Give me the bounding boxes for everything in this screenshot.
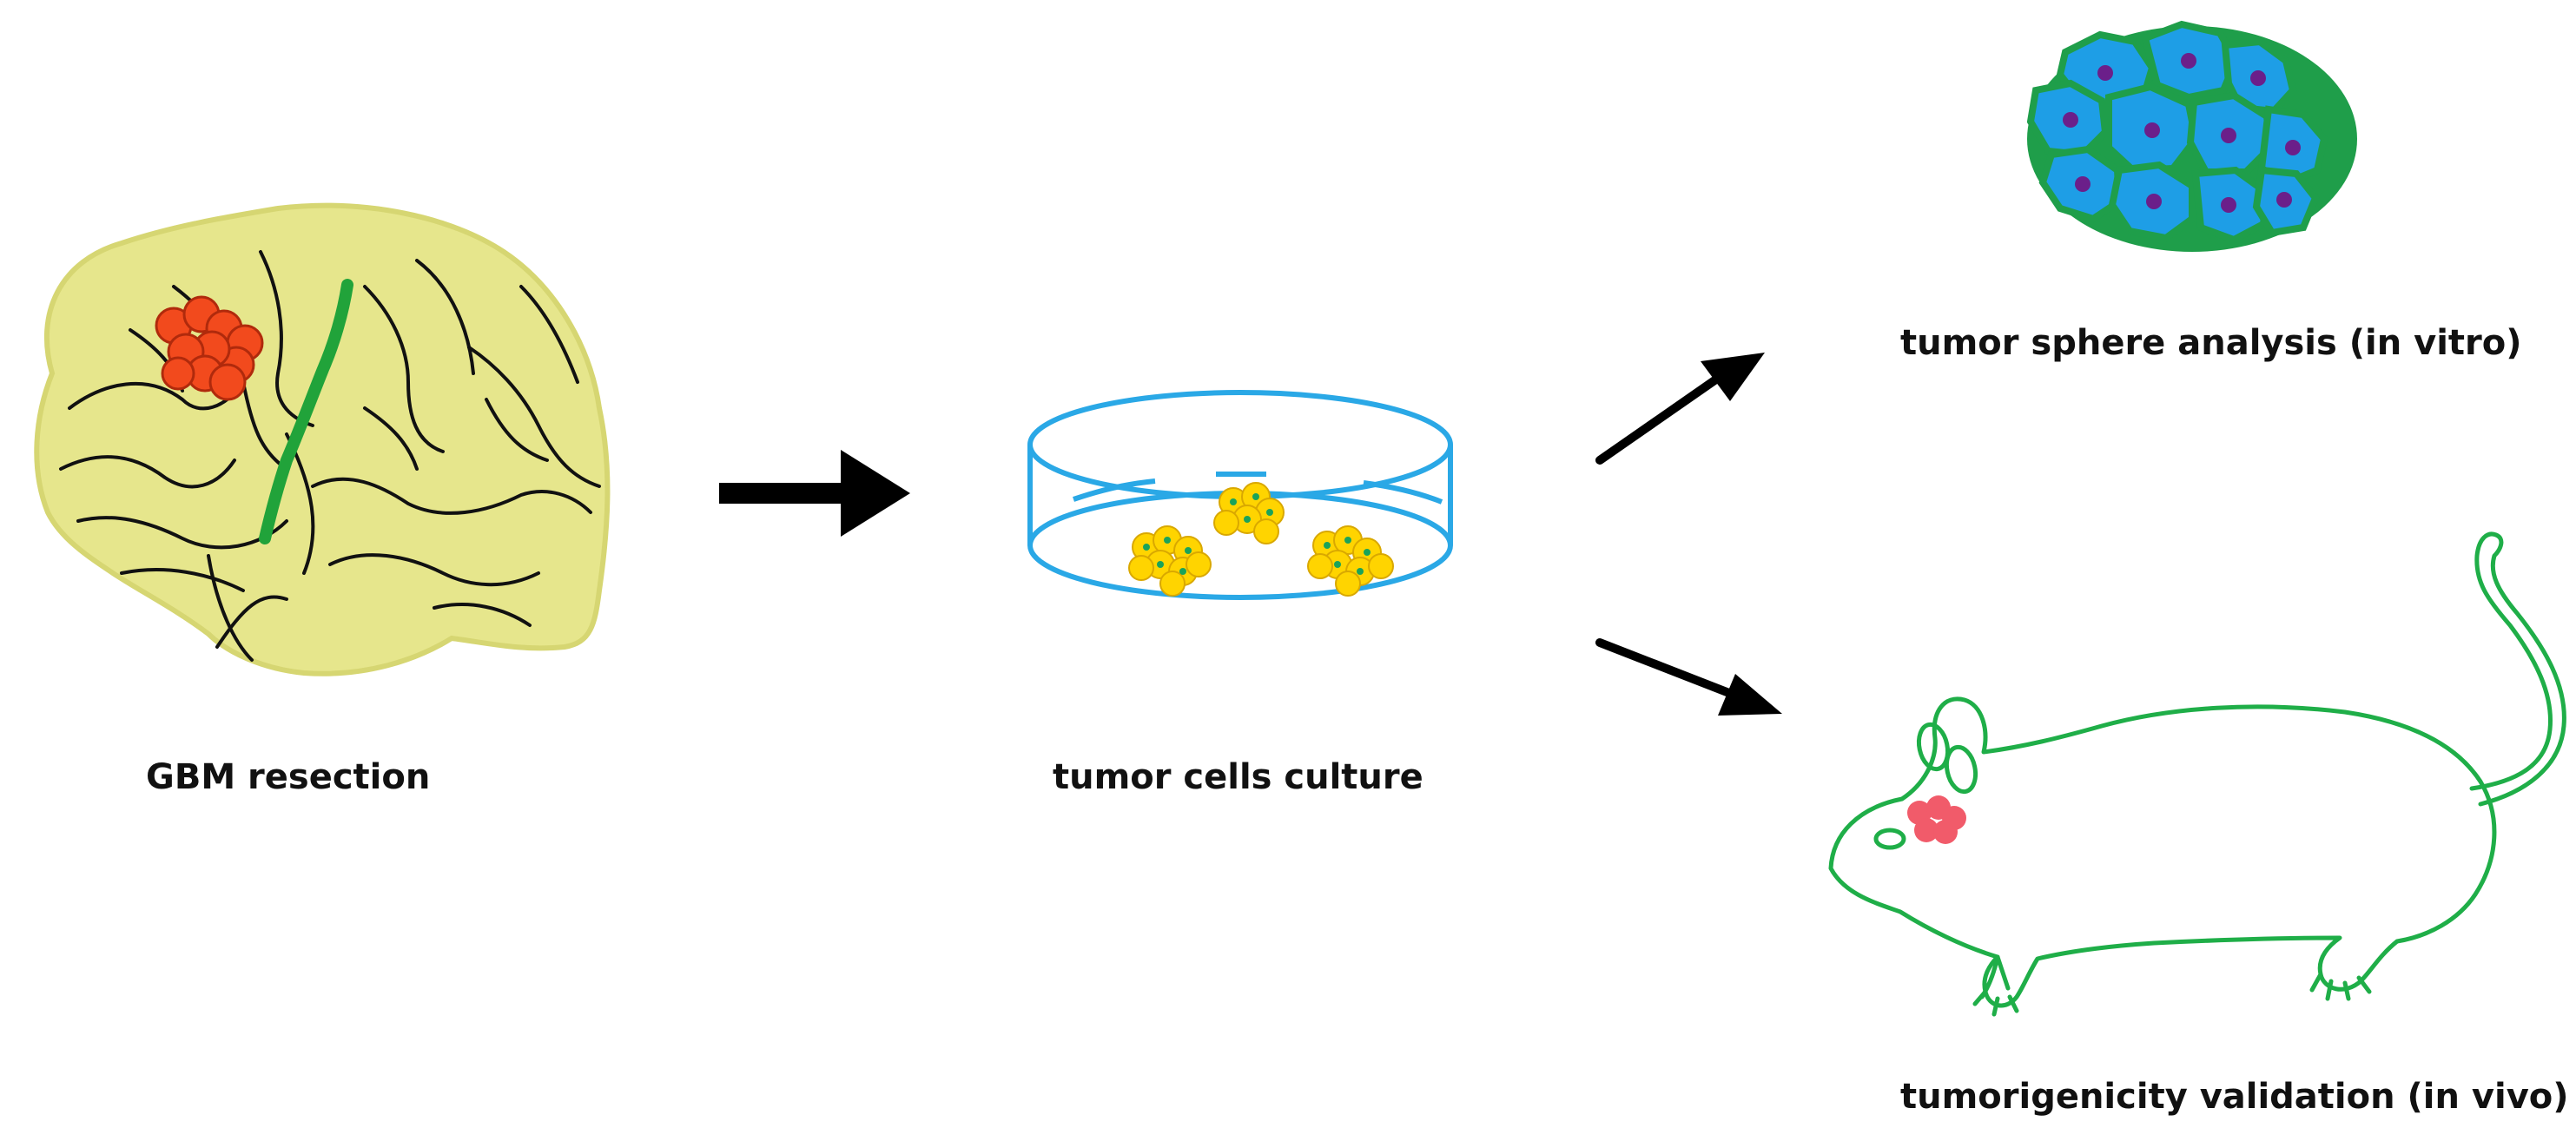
step-label-in-vivo: tumorigenicity validation (in vivo) — [1900, 1077, 2569, 1117]
brain-icon — [34, 202, 611, 676]
arrow-right-icon — [719, 450, 910, 537]
tumor-cluster-icon — [155, 295, 264, 401]
arrow-up-right-icon — [1595, 353, 1765, 465]
motor-strip — [259, 279, 353, 544]
step-label-resection: GBM resection — [146, 757, 431, 797]
cell-nuclei — [1143, 493, 1371, 575]
implanted-tumor-icon — [1907, 795, 1966, 844]
arrow-down-right-icon — [1595, 638, 1782, 716]
tumor-sphere-icon — [2026, 20, 2357, 252]
step-label-sphere: tumor sphere analysis (in vitro) — [1900, 323, 2522, 363]
mouse-icon — [1828, 531, 2566, 1017]
brain-silhouette — [34, 202, 611, 676]
step-label-culture: tumor cells culture — [1053, 757, 1423, 797]
sphere-nuclei — [2063, 53, 2301, 213]
cell-cluster-icon — [1128, 482, 1394, 597]
